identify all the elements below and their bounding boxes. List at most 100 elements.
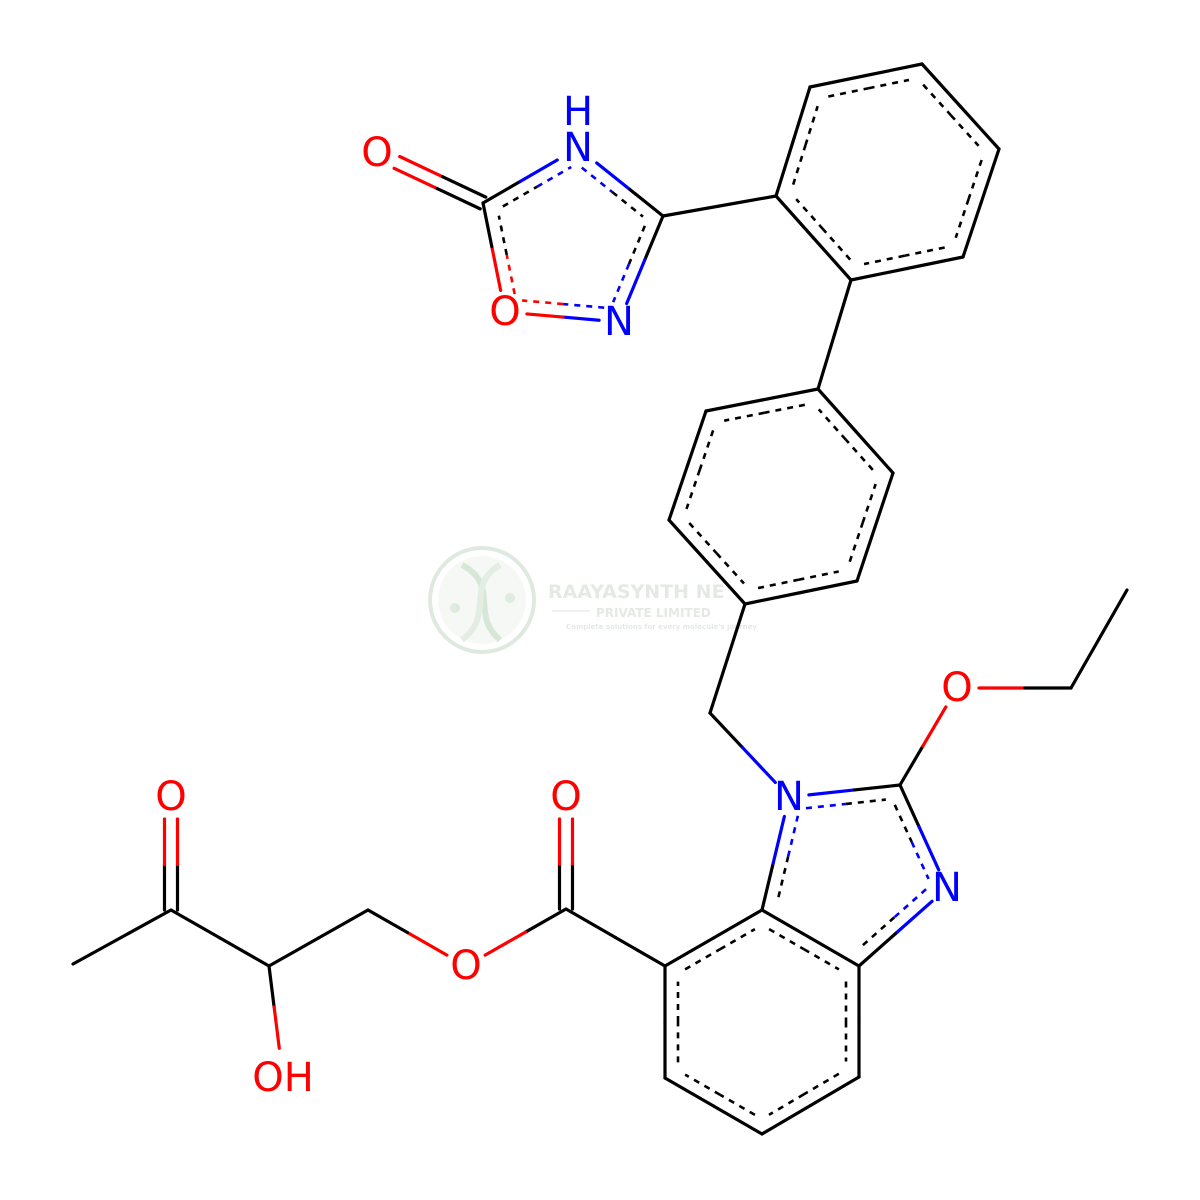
bond-11-6 — [774, 194, 816, 240]
bond-3-4-aromatic — [627, 225, 647, 265]
atom-h-2: H — [563, 89, 593, 135]
bond-26-27 — [760, 1103, 813, 1136]
bond-20-21 — [921, 705, 948, 748]
bond-8-9 — [958, 104, 1001, 151]
bond-16-17 — [855, 525, 877, 583]
atom-o-32: O — [550, 774, 581, 820]
bond-11-6 — [811, 236, 853, 282]
bond-5-1 — [490, 245, 503, 293]
bond-20-24-aromatic — [893, 804, 913, 843]
bond-15-16 — [799, 579, 859, 595]
bond-3-4 — [643, 214, 665, 262]
bond-34-35 — [316, 908, 370, 940]
bond-22-23 — [1069, 637, 1101, 690]
bond-12-13-aromatic — [723, 411, 765, 422]
bond-15-16-aromatic — [798, 570, 839, 582]
bond-6-7-aromatic — [791, 144, 807, 185]
atom-n-4: N — [604, 299, 634, 345]
bond-3-6 — [717, 194, 778, 208]
bond-19-20-aromatic — [805, 802, 847, 810]
bond-15-16-aromatic — [757, 578, 799, 590]
bond-0-1 — [441, 175, 488, 199]
bond-6-7 — [774, 139, 795, 198]
bond-13-14-aromatic — [685, 469, 702, 510]
bond-17-12 — [816, 387, 858, 433]
dna-helix-icon — [450, 562, 515, 643]
bond-4-5 — [525, 312, 565, 319]
bond-35-36 — [267, 964, 276, 1009]
bond-17-12 — [853, 429, 895, 475]
bond-14-15 — [667, 518, 709, 564]
bond-0-1 — [398, 154, 445, 179]
bond-35-37 — [169, 908, 222, 940]
bond-11-12 — [816, 332, 837, 391]
bond-29-30 — [711, 908, 764, 940]
bond-6-7-aromatic — [804, 105, 819, 146]
atom-o-0: O — [361, 130, 392, 176]
bond-19-20 — [807, 788, 857, 797]
bond-16-17 — [873, 471, 895, 529]
atom-n-24: N — [932, 865, 962, 911]
bond-12-13-aromatic — [764, 403, 806, 415]
bond-4-5 — [561, 315, 601, 322]
bond-31-33 — [483, 930, 528, 957]
bond-22-23 — [1097, 588, 1129, 641]
bond-37-39 — [71, 935, 124, 966]
bond-33-34 — [405, 930, 449, 957]
atom-o-21: O — [941, 665, 972, 711]
bond-24-25 — [857, 932, 898, 968]
bond-10-11-aromatic — [904, 246, 945, 258]
bond-27-28 — [663, 1076, 716, 1108]
bond-11-12 — [832, 278, 853, 337]
atom-oh-36: OH — [252, 1055, 314, 1101]
atom-o-33: O — [450, 943, 481, 989]
bond-10-11 — [905, 255, 965, 271]
bond-9-10-aromatic — [967, 159, 983, 200]
bond-24-25-aromatic — [861, 916, 896, 947]
bond-4-5-aromatic — [521, 299, 564, 306]
bond-37-39 — [120, 908, 173, 939]
bond-31-33 — [523, 907, 568, 934]
bond-1-2 — [481, 179, 522, 205]
bond-layer — [71, 62, 1129, 1136]
bond-5-1 — [481, 201, 494, 249]
bond-14-15 — [705, 560, 747, 606]
atom-n-2: N — [563, 125, 593, 171]
bond-30-25 — [808, 936, 861, 968]
bond-30-19 — [760, 861, 775, 912]
bond-24-25 — [893, 899, 934, 936]
watermark-tagline: Complete solutions for every molecule's … — [566, 623, 757, 631]
bond-16-17-aromatic — [861, 483, 877, 524]
atom-n-19: N — [774, 774, 804, 820]
bond-4-5-aromatic — [563, 302, 605, 309]
bond-18-19 — [708, 711, 745, 750]
bond-34-35 — [267, 936, 321, 968]
bond-30-19 — [771, 814, 786, 865]
bond-15-18 — [708, 656, 730, 715]
bond-10-11 — [849, 266, 909, 282]
bond-20-24 — [917, 825, 941, 872]
bond-3-4-aromatic — [611, 263, 631, 303]
bond-19-20-aromatic — [845, 798, 886, 806]
bond-30-19-aromatic — [786, 815, 800, 857]
bond-9-10 — [979, 147, 1001, 205]
bond-12-13 — [704, 398, 764, 413]
bond-20-21 — [898, 744, 925, 787]
bond-33-34 — [366, 908, 410, 935]
bond-7-8 — [808, 73, 868, 89]
bond-19-20 — [852, 783, 902, 792]
bond-20-24-aromatic — [910, 841, 930, 880]
bond-15-16 — [743, 590, 803, 606]
watermark-ring — [428, 546, 536, 654]
bond-1-2 — [518, 158, 559, 184]
bond-35-36 — [272, 1005, 281, 1050]
bond-8-9 — [920, 62, 963, 109]
atom-o-5: O — [489, 289, 520, 335]
bond-30-19-aromatic — [777, 856, 790, 898]
bond-29-30 — [663, 936, 716, 968]
bond-20-24 — [898, 783, 921, 830]
bond-13-14 — [667, 463, 690, 522]
bond-30-25 — [760, 908, 813, 940]
